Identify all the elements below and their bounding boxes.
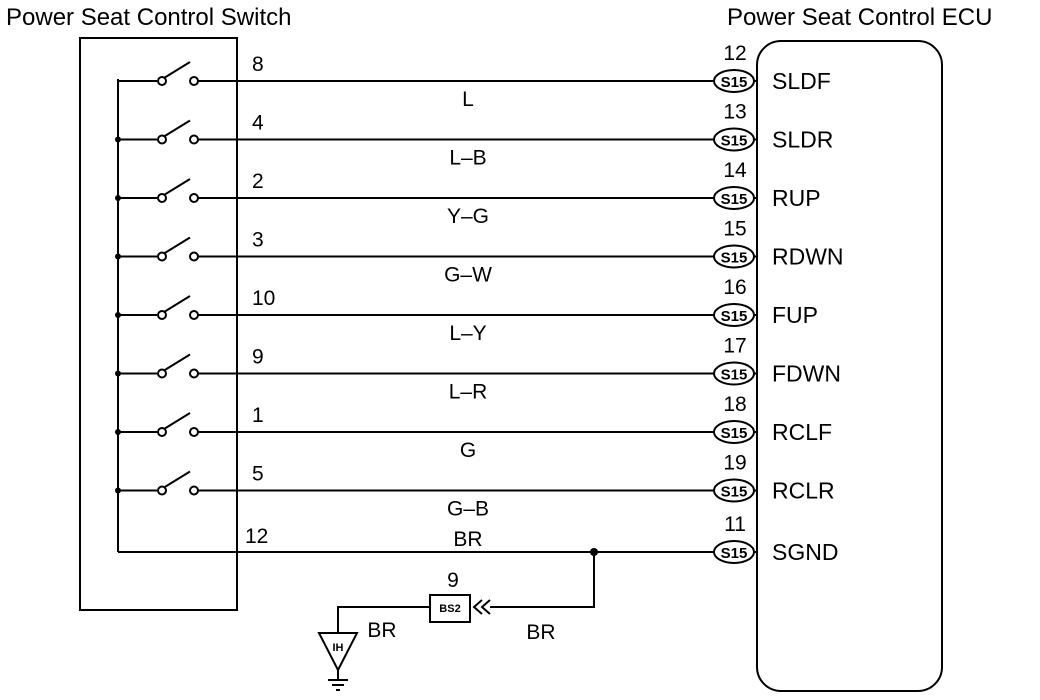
junction-dot [115,136,121,143]
junction-dot [115,253,121,260]
bs2-connector-box [429,594,471,623]
ecu-terminal-label: RCLF [772,419,832,445]
junction-dot [115,487,121,494]
wire-color-label: L–B [449,147,486,170]
switch-contact [189,251,199,262]
switch-contact [189,134,199,145]
ground-point-code: IH [333,642,344,654]
connector-code: S15 [721,484,748,501]
ecu-terminal-label: RDWN [772,244,844,270]
connector-code: S15 [721,74,748,91]
switch-contact [189,485,199,496]
switch-contact [157,485,167,496]
ground-branch-wire [490,552,595,608]
switch-contact [157,427,167,437]
connector-code: S15 [721,308,748,325]
connector-code: S15 [721,133,748,150]
ecu-terminal-label: RUP [772,185,821,211]
switch-contact [157,134,167,145]
ecu-terminal-label: SLDR [772,127,833,153]
ecu-terminal-label: SGND [772,539,838,565]
switch-pin-number: 8 [252,53,264,76]
switch-blade [163,412,191,430]
connector-code: S15 [721,545,748,562]
switch-blade [163,119,191,138]
switch-box [79,37,238,611]
ground-wire-left [337,606,430,633]
switch-blade [163,470,191,489]
wire-color-label: BR [453,528,482,551]
connector-code: S15 [721,191,748,208]
switch-contact [157,368,167,379]
switch-contact [157,193,167,203]
junction-dot [115,312,121,318]
wire-color-label: BR [526,621,555,644]
switch-contact [189,193,199,203]
junction-dot [115,429,121,435]
ecu-pin-number: 17 [723,335,746,358]
switch-contact [157,310,167,320]
wire-color-label: L–Y [449,322,486,345]
ecu-pin-number: 19 [723,452,746,475]
switch-contact [189,368,199,379]
wire-color-label: Y–G [447,205,489,228]
ecu-terminal-label: SLDF [772,68,831,94]
ecu-box [756,40,943,692]
ecu-pin-number: 11 [724,513,746,536]
switch-pin-number: 10 [252,287,275,310]
wire-color-label: BR [367,619,396,642]
bs2-connector-code: BS2 [439,603,460,615]
switch-pin-number: 12 [245,525,268,548]
ecu-terminal-label: FUP [772,302,818,328]
ecu-pin-number: 12 [723,42,746,65]
switch-blade [163,61,191,79]
connector-chevron [472,599,491,615]
switch-pin-number: 1 [252,404,264,427]
switch-contact [189,427,199,437]
ecu-pin-number: 14 [723,159,747,182]
switch-pin-number: 3 [252,229,264,252]
wire-color-label: L [462,88,474,111]
wire-color-label: L–R [449,381,488,404]
junction-dot [115,195,121,201]
switch-contact [157,251,167,262]
switch-pin-number: 4 [252,112,264,135]
wire-color-label: G [460,439,476,462]
ecu-pin-number: 18 [723,393,746,416]
junction-dot [115,370,121,377]
connector-code: S15 [721,367,748,384]
ecu-terminal-label: FDWN [772,361,841,387]
switch-blade [163,295,191,313]
switch-contact [189,76,199,86]
switch-pin-number: 2 [252,170,264,193]
switch-pin-number: 5 [252,463,264,486]
ecu-pin-number: 13 [723,101,746,124]
ecu-terminal-label: RCLR [772,478,835,504]
switch-contact [157,76,167,86]
switch-blade [163,236,191,255]
switch-blade [163,178,191,196]
switch-title: Power Seat Control Switch [6,4,292,31]
wire-color-label: G–W [444,264,492,287]
ecu-pin-number: 15 [723,218,746,241]
connector-code: S15 [721,250,748,267]
ecu-title: Power Seat Control ECU [727,4,993,31]
switch-pin-number: 9 [252,346,264,369]
switch-contact [189,310,199,320]
wire-color-label: G–B [447,498,489,521]
ecu-pin-number: 16 [723,276,746,299]
bs2-pin-number: 9 [447,569,459,592]
switch-blade [163,353,191,372]
connector-code: S15 [721,425,748,442]
ground-point-triangle [317,632,359,673]
